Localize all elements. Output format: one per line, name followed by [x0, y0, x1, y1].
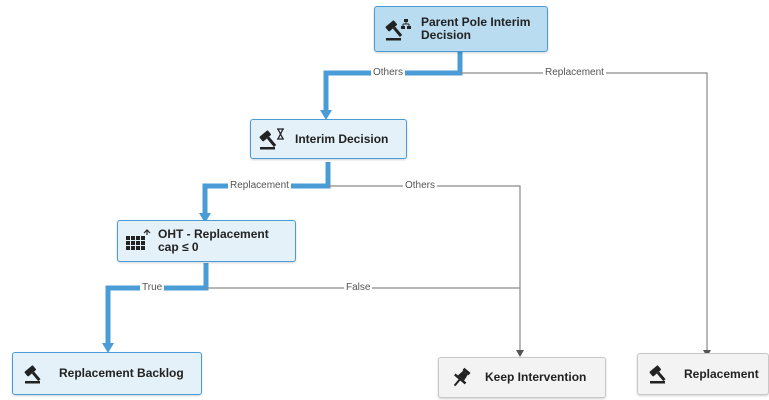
- node-label: OHT - Replacement cap ≤ 0: [158, 228, 269, 254]
- node-label-line1: OHT - Replacement: [158, 227, 269, 241]
- gavel-hourglass-icon: [259, 126, 285, 152]
- node-label-line1: Parent Pole Interim: [421, 15, 531, 29]
- node-label: Replacement: [684, 366, 759, 381]
- gavel-icon: [648, 362, 672, 386]
- edge-oht-to-backlog: [105, 263, 209, 345]
- gavel-tree-icon: [383, 14, 413, 44]
- node-label-line2: Decision: [421, 28, 472, 42]
- edge-interim-to-keep: [328, 185, 521, 350]
- arrowhead-interim: [320, 110, 332, 120]
- node-parent-pole-interim-decision[interactable]: Parent Pole Interim Decision: [374, 6, 548, 52]
- edge-label-interim-replacement: Replacement: [228, 180, 291, 192]
- node-interim-decision[interactable]: Interim Decision: [250, 119, 407, 159]
- arrowhead-backlog: [102, 343, 114, 353]
- pushpin-icon: [449, 366, 473, 390]
- edge-label-oht-false: False: [344, 282, 373, 294]
- edge-label-interim-others: Others: [403, 180, 438, 192]
- node-replacement[interactable]: Replacement: [637, 353, 769, 395]
- edge-label-oht-true: True: [140, 282, 165, 294]
- node-label-line2: cap ≤ 0: [158, 240, 199, 254]
- arrowhead-keep: [516, 350, 524, 357]
- gavel-icon: [23, 362, 47, 386]
- node-label: Interim Decision: [295, 131, 389, 146]
- edge-label-parent-others: Others: [371, 67, 406, 79]
- node-label: Keep Intervention: [485, 370, 587, 384]
- node-replacement-backlog[interactable]: Replacement Backlog: [12, 352, 202, 395]
- node-label: Parent Pole Interim Decision: [421, 16, 530, 42]
- arrowhead-oht: [199, 213, 211, 223]
- node-oht-replacement-cap[interactable]: OHT - Replacement cap ≤ 0: [117, 220, 296, 262]
- edge-parent-to-replacement: [460, 72, 708, 350]
- edge-label-parent-replacement: Replacement: [543, 67, 606, 79]
- node-label: Replacement Backlog: [59, 366, 184, 380]
- grid-table-icon: [124, 227, 152, 255]
- node-keep-intervention[interactable]: Keep Intervention: [438, 357, 606, 398]
- edge-parent-to-interim: [323, 52, 463, 112]
